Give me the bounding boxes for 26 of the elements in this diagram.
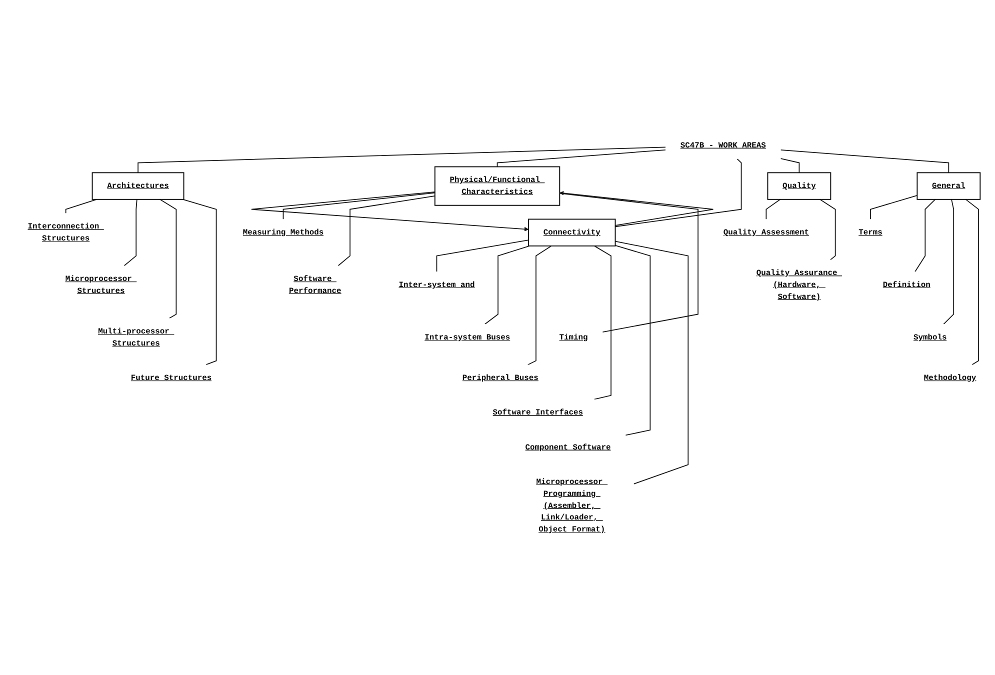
- connector: [436, 240, 529, 272]
- connector: [559, 192, 698, 332]
- connector: [160, 198, 177, 319]
- connector: [138, 146, 666, 174]
- connector: [965, 198, 979, 366]
- connector: [614, 158, 742, 228]
- arrow: [250, 192, 529, 232]
- connector: [943, 198, 954, 325]
- connector: [870, 194, 918, 220]
- connector: [914, 198, 936, 272]
- connector: [527, 246, 552, 366]
- connector: [496, 149, 666, 168]
- connector: [124, 198, 138, 266]
- connector: [780, 149, 950, 174]
- connector: [65, 198, 97, 214]
- connector: [338, 195, 436, 266]
- connector: [282, 192, 436, 220]
- connector: [594, 246, 612, 400]
- arrow: [559, 191, 714, 226]
- connector: [780, 158, 800, 174]
- connector: [766, 198, 781, 220]
- connector: [484, 246, 530, 325]
- connector: [614, 240, 689, 484]
- connector: [182, 198, 217, 366]
- connector: [614, 245, 651, 436]
- connector: [820, 198, 836, 260]
